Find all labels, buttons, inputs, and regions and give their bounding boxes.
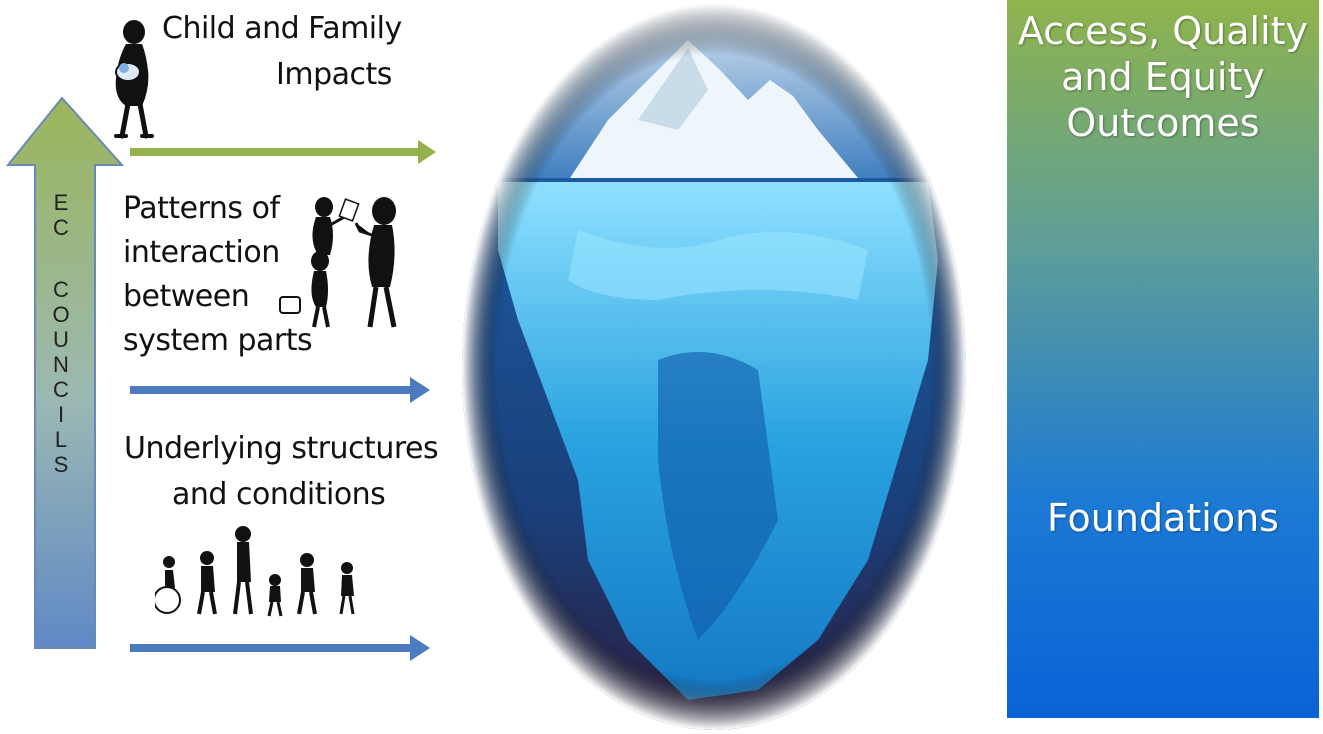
- outcomes-line1: Access, Quality: [1017, 9, 1309, 53]
- blue-arrow-upper: [130, 377, 430, 403]
- patterns-label-line4: system parts: [123, 323, 313, 358]
- parent-holding-child-icon: [114, 20, 154, 139]
- green-arrow: [130, 140, 436, 164]
- patterns-label-line3: between: [123, 279, 250, 314]
- foundations-label: Foundations: [1047, 496, 1279, 540]
- letter: C: [53, 377, 69, 402]
- letter: L: [54, 427, 68, 452]
- letter: E: [53, 190, 69, 215]
- child-family-label-line2: Impacts: [276, 57, 392, 92]
- people-interacting-icon: [279, 197, 397, 328]
- patterns-label-line1: Patterns of: [123, 191, 280, 226]
- family-group-icon: [155, 526, 355, 617]
- letter: S: [53, 452, 69, 477]
- ec-councils-arrow: [5, 96, 125, 649]
- letter: O: [52, 302, 70, 327]
- iceberg-image: [462, 4, 966, 730]
- letter: I: [57, 402, 65, 427]
- ec-councils-letters: E C C O U N C I L S: [40, 190, 82, 477]
- child-family-label-line1: Child and Family: [162, 11, 402, 46]
- letter: C: [53, 215, 69, 240]
- underlying-label-line1: Underlying structures: [124, 431, 439, 466]
- outcomes-line2: and Equity: [1061, 55, 1265, 99]
- outcomes-panel-background: [1007, 0, 1319, 718]
- letter: U: [53, 327, 69, 352]
- underlying-label-line2: and conditions: [172, 477, 386, 512]
- letter-gap: [40, 240, 82, 277]
- outcomes-line3: Outcomes: [1066, 101, 1260, 145]
- outcomes-title: Access, Quality and Equity Outcomes: [1007, 8, 1319, 146]
- letter: C: [53, 277, 69, 302]
- letter: N: [53, 352, 69, 377]
- blue-arrow-lower: [130, 635, 430, 661]
- patterns-label-line2: interaction: [123, 235, 280, 270]
